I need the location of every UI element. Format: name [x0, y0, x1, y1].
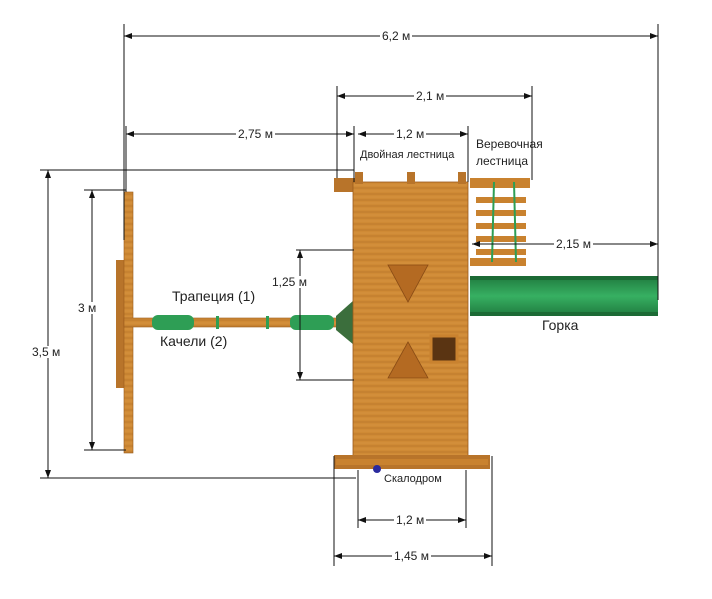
dim-total-depth: 3,5 м	[30, 345, 63, 359]
swing-seat	[290, 315, 334, 330]
dim-total-width: 6,2 м	[380, 29, 413, 43]
dim-tower-width-bottom: 1,2 м	[394, 513, 427, 527]
tower-hatch	[429, 334, 459, 364]
beam-bracket	[336, 300, 354, 345]
roof-triangle-top	[387, 264, 429, 303]
trapeze-seat	[152, 315, 194, 330]
climbing-hold	[373, 465, 381, 473]
label-rope-ladder-2: лестница	[476, 154, 529, 168]
swing-frame	[116, 191, 355, 454]
label-climbing-wall: Скалодром	[384, 473, 442, 485]
label-swings: Качели (2)	[160, 333, 228, 349]
label-trapeze: Трапеция (1)	[172, 288, 256, 304]
dimension-arrows	[45, 33, 658, 559]
rope-ladder	[470, 178, 530, 266]
dim-rung-spacing: 1,25 м	[270, 275, 309, 289]
label-double-ladder: Двойная лестница	[360, 149, 455, 161]
dim-swing-offset: 2,75 м	[236, 127, 275, 141]
dim-swing-beam-length: 3 м	[76, 301, 99, 315]
roof-triangle-bottom	[387, 341, 429, 379]
slide-body	[470, 276, 658, 316]
slide	[470, 276, 658, 316]
dim-slide-length: 2,15 м	[554, 237, 593, 251]
tower-roof	[352, 181, 469, 467]
tower	[334, 172, 490, 473]
label-rope-ladder-1: Веревочная	[476, 137, 543, 151]
tower-post-tl	[334, 178, 356, 192]
dim-base-width: 1,45 м	[392, 549, 431, 563]
swing-leg-left	[116, 260, 126, 388]
dim-platform-span: 2,1 м	[414, 89, 447, 103]
dim-tower-width-top: 1,2 м	[394, 127, 427, 141]
label-slide: Горка	[542, 317, 579, 333]
